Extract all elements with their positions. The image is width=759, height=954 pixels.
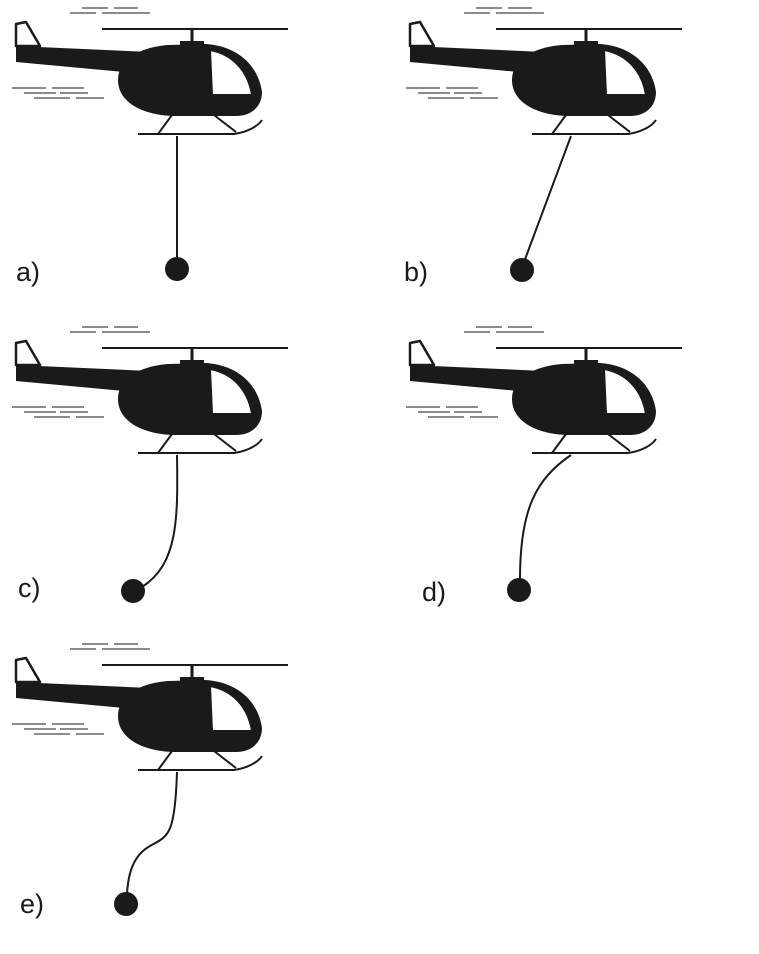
- helicopter-icon: [404, 325, 684, 455]
- rope: [141, 454, 179, 588]
- option-a-panel: a): [10, 6, 290, 287]
- hanging-weight: [121, 579, 145, 603]
- hanging-weight: [114, 892, 138, 916]
- option-c-panel: c): [10, 325, 290, 603]
- option-label: c): [18, 573, 41, 603]
- helicopter-icon: [404, 6, 684, 136]
- hanging-weight: [510, 258, 534, 282]
- option-label: a): [16, 257, 40, 287]
- helicopter-icon: [10, 642, 290, 772]
- helicopter-icon: [10, 6, 290, 136]
- option-b-panel: b): [404, 6, 684, 287]
- option-d-panel: d): [404, 325, 684, 607]
- rope: [126, 771, 178, 895]
- hanging-weight: [165, 257, 189, 281]
- rope: [519, 454, 572, 580]
- rope: [523, 135, 572, 263]
- option-label: e): [20, 889, 44, 919]
- option-label: d): [422, 577, 446, 607]
- hanging-weight: [507, 578, 531, 602]
- helicopter-icon: [10, 325, 290, 455]
- option-label: b): [404, 257, 428, 287]
- option-e-panel: e): [10, 642, 290, 919]
